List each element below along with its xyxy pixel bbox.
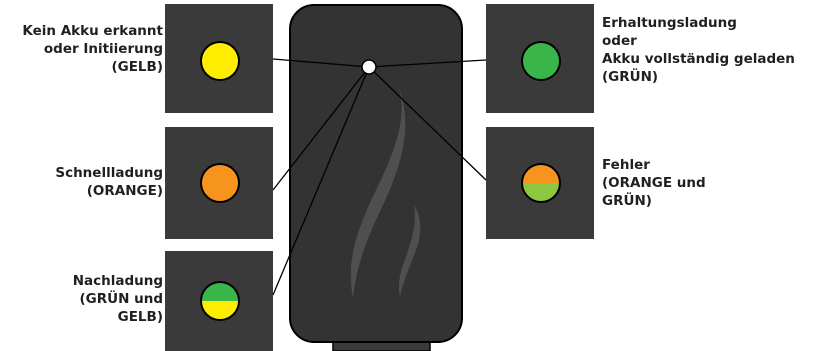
- led-green-yellow: [200, 281, 240, 321]
- label-line: Kein Akku erkannt: [22, 23, 163, 39]
- connector-line: [368, 66, 487, 181]
- label-schnellladung: Schnellladung (ORANGE): [55, 164, 163, 200]
- connector-line: [272, 66, 370, 296]
- label-line: oder: [602, 33, 637, 49]
- led-green: [521, 41, 561, 81]
- label-line: Fehler: [602, 157, 650, 173]
- label-line: Nachladung: [72, 273, 163, 289]
- label-line: oder Initiierung: [43, 41, 163, 57]
- label-line: (ORANGE): [86, 183, 163, 199]
- connector-line: [272, 66, 370, 191]
- charger-device: [289, 4, 463, 351]
- label-line: GELB): [117, 309, 163, 325]
- label-line: Akku vollständig geladen: [602, 51, 795, 67]
- label-line: (GRÜN und: [79, 291, 164, 307]
- label-line: (GRÜN): [602, 69, 659, 85]
- label-line: (ORANGE und: [602, 175, 706, 191]
- led-orange: [200, 163, 240, 203]
- device-highlight: [398, 205, 421, 296]
- label-line: Erhaltungsladung: [602, 15, 737, 31]
- led-orange-green: [521, 163, 561, 203]
- label-line: GRÜN): [602, 193, 652, 209]
- label-nachladung: Nachladung (GRÜN und GELB): [73, 272, 163, 326]
- label-fehler: Fehler (ORANGE und GRÜN): [602, 156, 706, 210]
- connector-lines: [272, 58, 487, 296]
- device-highlight: [350, 82, 406, 298]
- label-line: (GELB): [111, 59, 163, 75]
- device-body: [289, 4, 463, 343]
- label-kein-akku: Kein Akku erkannt oder Initiierung (GELB…: [22, 22, 163, 76]
- connector-line: [368, 59, 487, 68]
- label-erhaltungsladung: Erhaltungsladung oder Akku vollständig g…: [602, 14, 795, 86]
- led-yellow: [200, 41, 240, 81]
- connector-line: [272, 58, 370, 68]
- label-line: Schnellladung: [55, 165, 163, 181]
- device-status-indicator: [361, 59, 377, 75]
